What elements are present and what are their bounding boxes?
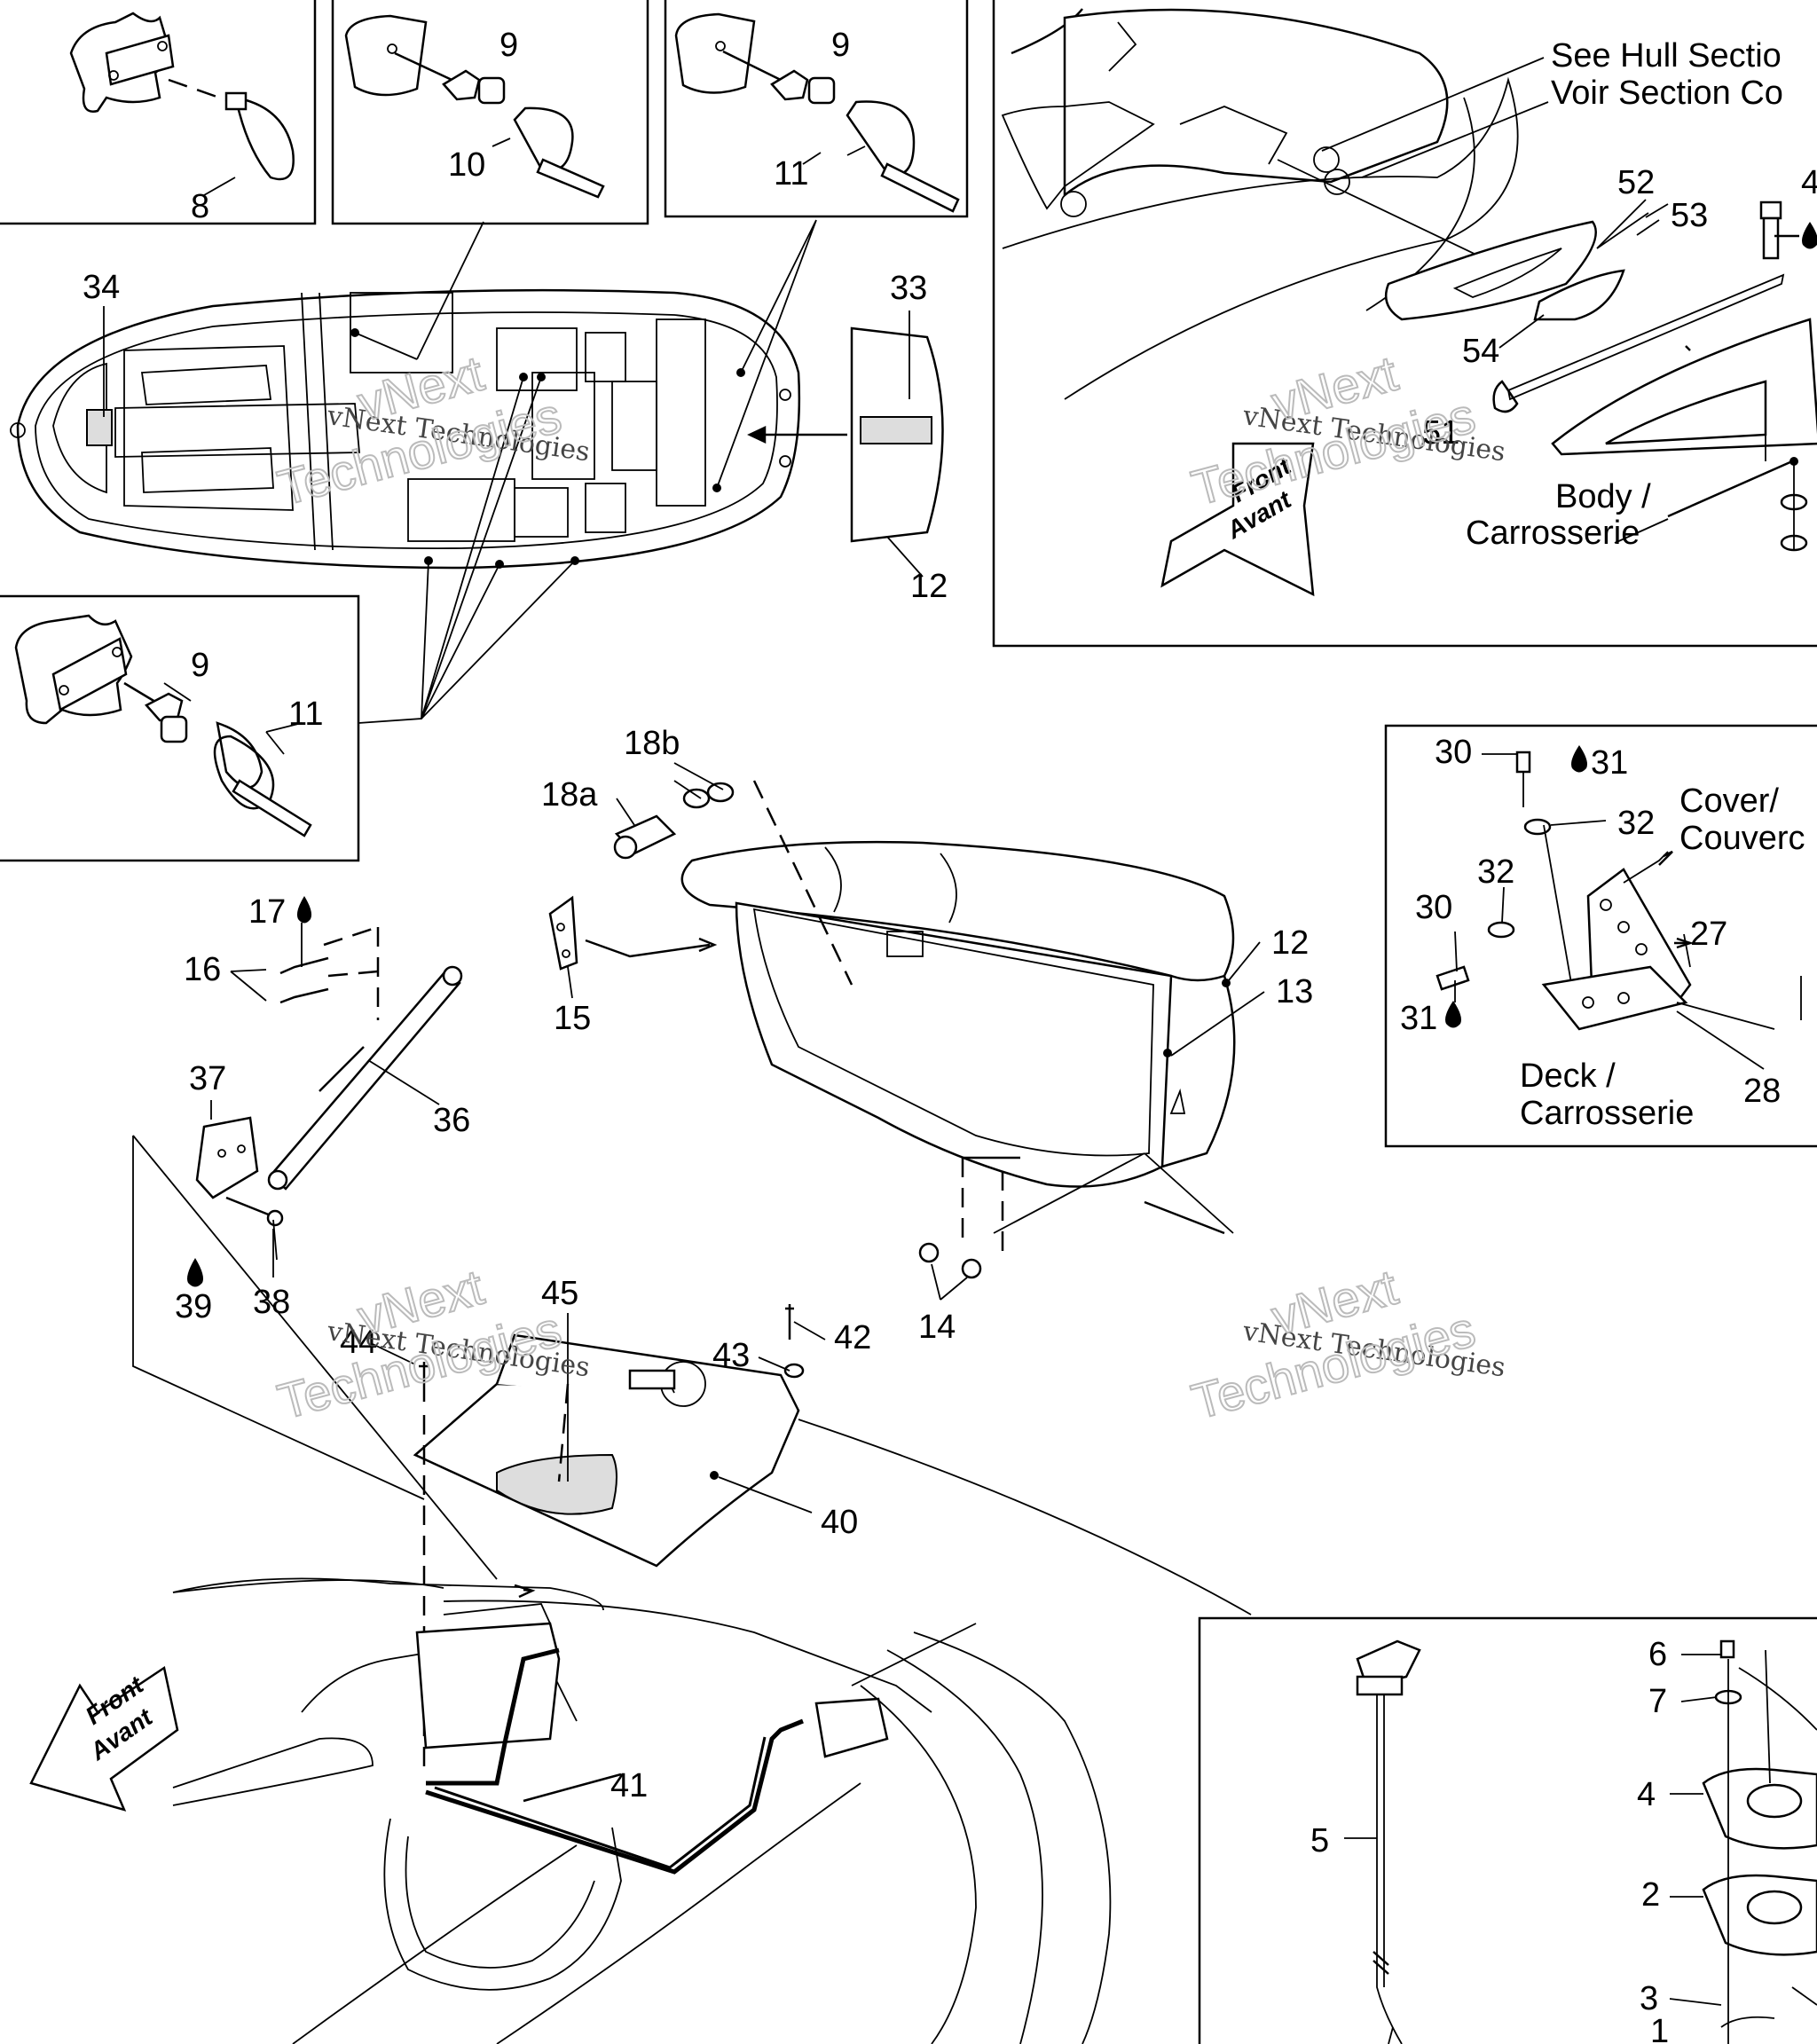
callout-leaders	[210, 145, 1765, 2044]
callout-9-a: 9	[499, 27, 518, 64]
callout-37: 37	[189, 1060, 226, 1097]
callout-45: 45	[541, 1275, 578, 1312]
note-deck-2: Carrosserie	[1520, 1095, 1694, 1132]
drop-icon-39	[187, 1258, 203, 1287]
hinge-bolt	[613, 780, 853, 986]
callout-4-top: 4	[1801, 164, 1817, 201]
fasteners-14	[918, 1156, 1020, 1301]
boat-top-view	[10, 288, 801, 570]
callout-9-c: 9	[191, 647, 209, 684]
drop-icon-17	[296, 896, 312, 924]
callout-38: 38	[253, 1284, 290, 1321]
callout-11-b: 11	[288, 696, 323, 733]
clip-inset-lower-left	[14, 614, 312, 837]
callout-5: 5	[1310, 1822, 1329, 1859]
callout-27: 27	[1690, 916, 1727, 953]
callout-labels: 8 9 10 9 11 34 33 12 9 11 52 53 54 51 4 …	[83, 27, 1817, 2044]
callout-43: 43	[712, 1337, 750, 1374]
callout-18a: 18a	[541, 776, 598, 814]
drop-icon-31-a	[1571, 745, 1587, 773]
bottom-right-inset	[1356, 1639, 1817, 2044]
note-body-1: Body /	[1555, 478, 1651, 515]
callout-30-b: 30	[1415, 889, 1452, 926]
notes: See Hull Sectio Voir Section Co Body / C…	[1361, 37, 1805, 1132]
callout-40: 40	[821, 1504, 858, 1541]
note-deck-1: Deck /	[1520, 1057, 1616, 1095]
callout-15: 15	[554, 1000, 591, 1037]
callout-33: 33	[890, 270, 927, 307]
leader-lines-top	[103, 138, 924, 755]
drop-icon-31-b	[1445, 1001, 1461, 1028]
note-see-hull-1: See Hull Sectio	[1551, 37, 1782, 75]
callout-6: 6	[1648, 1636, 1667, 1673]
gas-spring	[195, 895, 718, 1199]
callout-1: 1	[1650, 2013, 1669, 2044]
drop-icon-4-top	[1802, 222, 1817, 249]
callout-32-b: 32	[1477, 853, 1514, 891]
tie-strap-inset-1	[69, 12, 295, 181]
lower-hull-view	[132, 1135, 1252, 2044]
callout-31-a: 31	[1591, 744, 1628, 782]
callout-28: 28	[1743, 1073, 1781, 1110]
callout-41: 41	[610, 1767, 648, 1804]
callout-12-a: 12	[910, 568, 948, 605]
callout-39: 39	[175, 1288, 212, 1325]
callout-18b: 18b	[624, 725, 680, 762]
callout-30-a: 30	[1435, 734, 1472, 771]
screw-inset-3	[674, 12, 960, 213]
callout-7: 7	[1648, 1683, 1667, 1720]
callout-12-b: 12	[1271, 924, 1309, 962]
note-cover-2: Couverc	[1679, 820, 1805, 857]
storage-tray	[413, 1333, 800, 1568]
callout-31-b: 31	[1400, 1000, 1437, 1037]
hull-inset	[1001, 8, 1817, 552]
callout-9-b: 9	[831, 27, 850, 64]
hinge-inset	[1436, 751, 1802, 1031]
drop-icons	[187, 222, 1817, 1287]
screws-42-44	[419, 1304, 805, 1774]
note-see-hull-2: Voir Section Co	[1551, 75, 1783, 112]
callout-8: 8	[191, 188, 209, 225]
callout-4: 4	[1637, 1776, 1656, 1813]
note-body-2: Carrosserie	[1466, 515, 1640, 552]
callout-42: 42	[834, 1319, 871, 1356]
front-arrow-bottom: Front Avant	[29, 1665, 179, 1812]
callout-13: 13	[1276, 973, 1313, 1010]
callout-32-a: 32	[1617, 805, 1655, 842]
screw-38	[225, 1196, 284, 1261]
callout-52: 52	[1617, 164, 1655, 201]
callout-11-a: 11	[774, 155, 808, 193]
callout-34: 34	[83, 269, 120, 306]
callout-36: 36	[433, 1102, 470, 1139]
callout-14: 14	[918, 1309, 956, 1346]
callout-44: 44	[340, 1324, 377, 1361]
front-arrow-top: Front Avant	[1160, 442, 1315, 597]
callout-53: 53	[1671, 197, 1708, 234]
callout-51: 51	[1422, 414, 1459, 452]
callout-17: 17	[248, 893, 286, 931]
note-cover-1: Cover/	[1679, 782, 1779, 820]
callout-10: 10	[448, 146, 485, 184]
callout-54: 54	[1462, 333, 1499, 370]
seat-assembly	[680, 840, 1236, 1188]
decal-panel	[747, 326, 944, 543]
callout-16: 16	[184, 951, 221, 988]
screw-inset-2	[344, 14, 605, 199]
callout-2: 2	[1641, 1876, 1660, 1914]
callout-3: 3	[1640, 1980, 1658, 2017]
